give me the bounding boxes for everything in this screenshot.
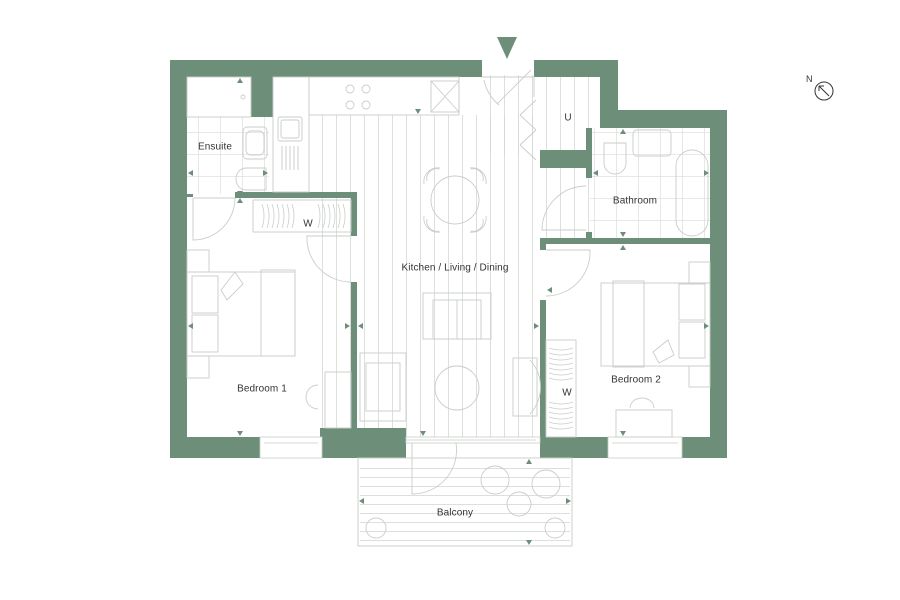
- compass-icon: [814, 81, 834, 101]
- compass-north-label: N: [806, 74, 813, 84]
- fixtures: [186, 69, 711, 547]
- room-label-bedroom-2: Bedroom 2: [611, 374, 661, 386]
- wardrobe-label-bedroom-1: W: [303, 218, 313, 230]
- entrance-arrow-icon: [497, 37, 517, 59]
- room-label-kitchen-living-dining: Kitchen / Living / Dining: [401, 262, 509, 274]
- room-label-bathroom: Bathroom: [612, 195, 658, 207]
- dimension-markers: [188, 78, 709, 545]
- floor-finishes: [187, 75, 710, 545]
- walls: [170, 60, 727, 458]
- wardrobe-label-bedroom-2: W: [562, 387, 572, 399]
- wardrobe-hangers: [261, 203, 574, 430]
- room-label-utility: U: [564, 112, 572, 124]
- room-label-ensuite: Ensuite: [197, 141, 233, 153]
- room-label-balcony: Balcony: [436, 507, 474, 519]
- windows: [259, 436, 683, 459]
- room-label-bedroom-1: Bedroom 1: [237, 383, 287, 395]
